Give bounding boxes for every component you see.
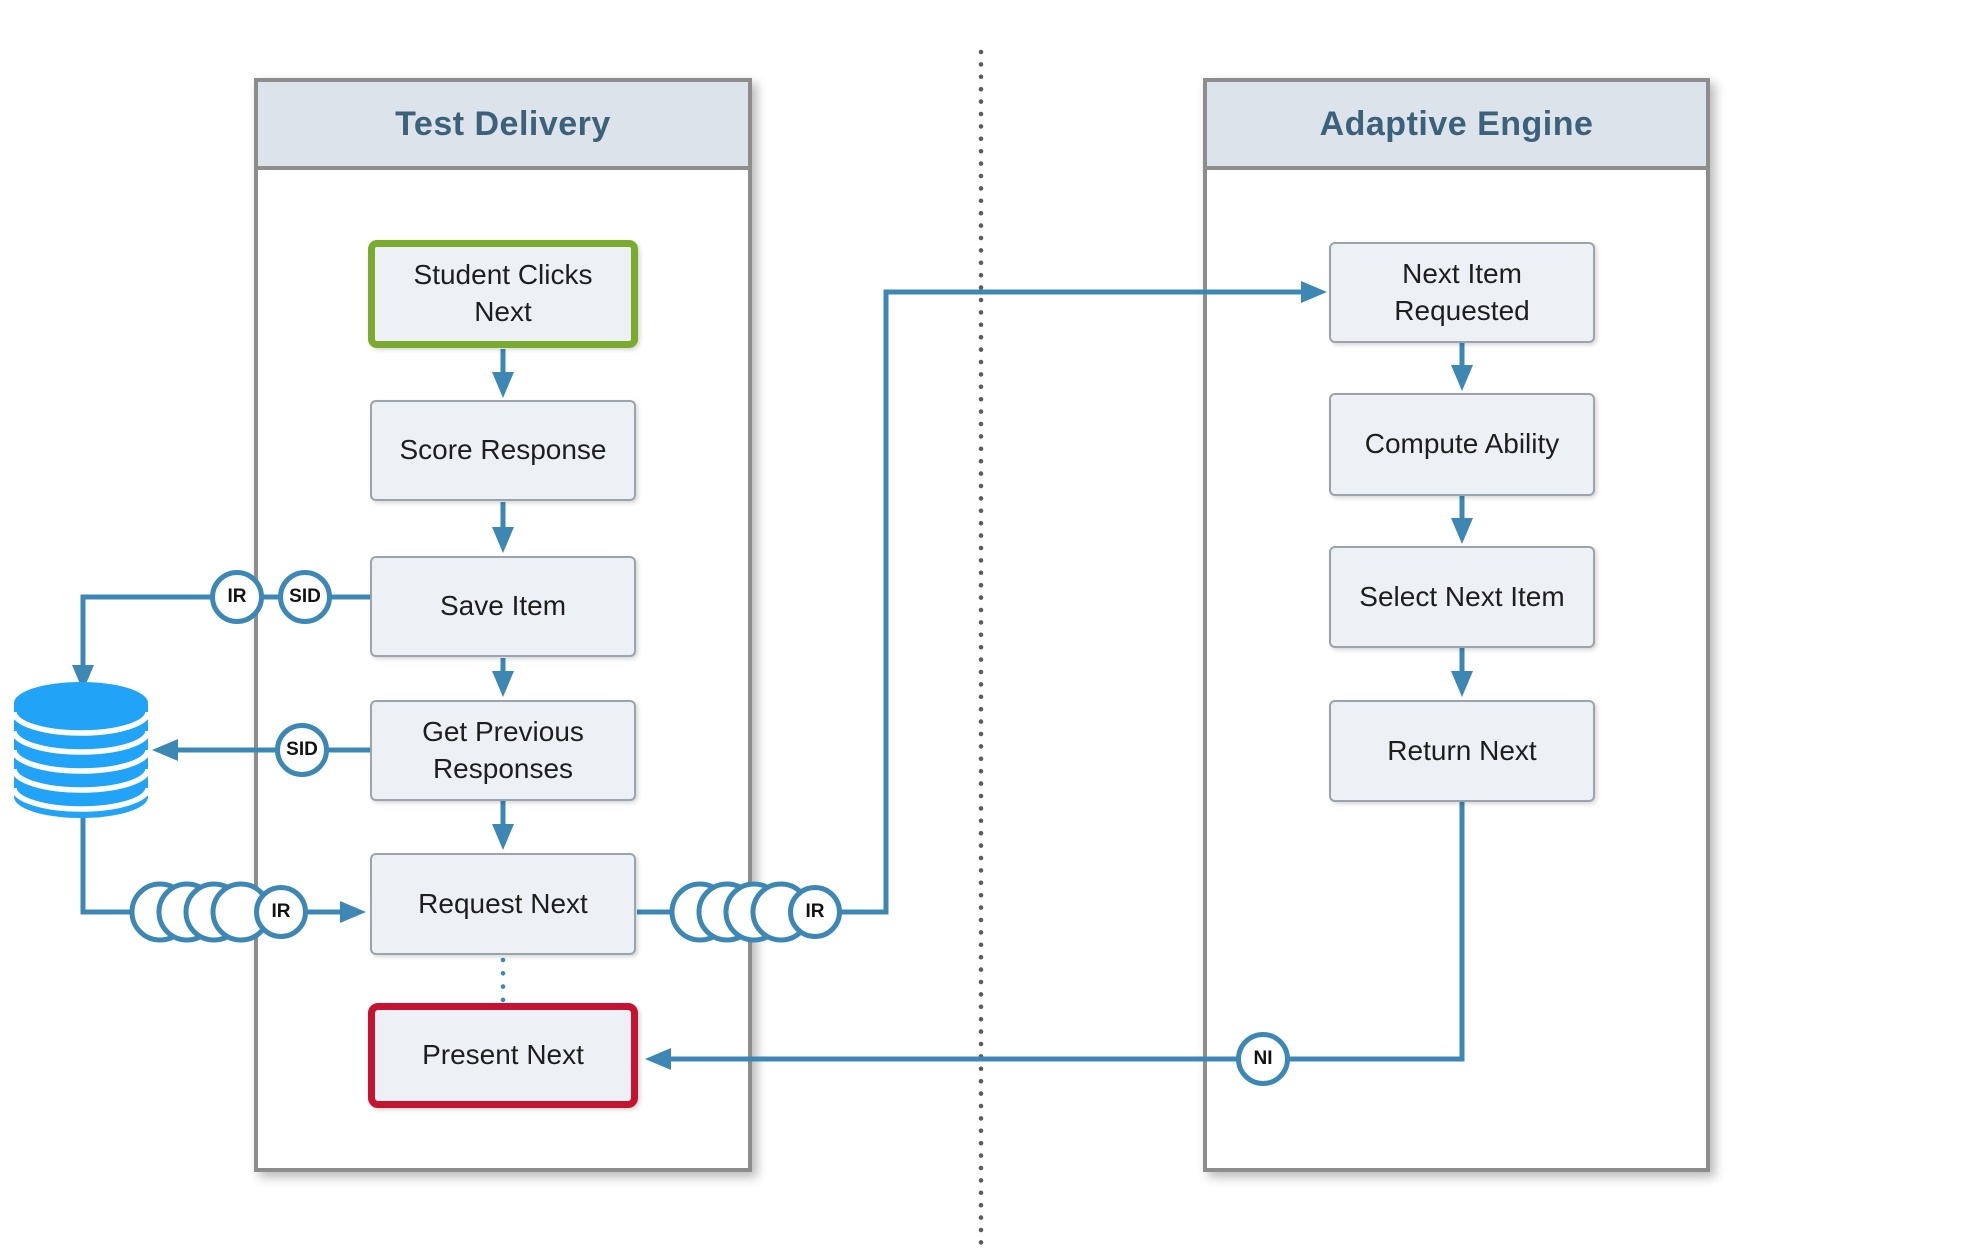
lane-adaptive-engine-header: Adaptive Engine <box>1207 82 1706 170</box>
node-next-item-requested: Next Item Requested <box>1329 242 1595 343</box>
arrow-nextitem-to-compute <box>1451 343 1473 391</box>
node-select-next-item: Select Next Item <box>1329 546 1595 648</box>
arrow-score-to-save <box>492 502 514 553</box>
node-compute-ability: Compute Ability <box>1329 393 1595 496</box>
connector-return-to-present <box>645 802 1465 1070</box>
arrow-student-to-score <box>492 349 514 398</box>
badge-sid-getprevious: SID <box>275 723 329 777</box>
node-get-previous-responses-label: Get Previous Responses <box>422 715 584 784</box>
node-score-response-label: Score Response <box>399 434 607 466</box>
badge-sid-getprevious-label: SID <box>286 739 318 760</box>
badge-ni-return: NI <box>1236 1032 1290 1086</box>
node-select-next-item-label: Select Next Item <box>1359 580 1565 612</box>
node-student-clicks-next-label: Student Clicks Next <box>413 259 593 327</box>
lane-adaptive-engine-title: Adaptive Engine <box>1319 104 1594 143</box>
badge-ir-request-right-label: IR <box>805 901 825 922</box>
badge-ir-request-right: IR <box>788 885 842 939</box>
node-get-previous-responses: Get Previous Responses <box>370 700 636 801</box>
lane-test-delivery-header: Test Delivery <box>258 82 748 170</box>
database-icon <box>11 682 151 818</box>
message-queue-left-icon <box>129 881 272 943</box>
badge-ir-save-label: IR <box>227 586 247 607</box>
lane-test-delivery-title: Test Delivery <box>395 104 611 143</box>
node-request-next: Request Next <box>370 853 636 955</box>
arrow-save-to-getprevious <box>492 658 514 697</box>
node-score-response: Score Response <box>370 400 636 501</box>
node-student-clicks-next: Student Clicks Next <box>368 240 638 348</box>
badge-ir-request-left: IR <box>254 885 308 939</box>
node-return-next: Return Next <box>1329 700 1595 802</box>
badge-ir-save: IR <box>210 570 264 624</box>
arrow-getprevious-to-request <box>492 801 514 850</box>
node-next-item-requested-label: Next Item Requested <box>1394 257 1530 326</box>
arrow-select-to-return <box>1451 648 1473 697</box>
badge-sid-save-label: SID <box>289 586 321 607</box>
node-save-item: Save Item <box>370 556 636 657</box>
node-save-item-label: Save Item <box>439 590 567 622</box>
node-present-next: Present Next <box>368 1003 638 1108</box>
badge-sid-save: SID <box>278 570 332 624</box>
badge-ni-return-label: NI <box>1253 1048 1273 1069</box>
node-compute-ability-label: Compute Ability <box>1364 428 1560 460</box>
node-present-next-label: Present Next <box>422 1039 584 1071</box>
badge-ir-request-left-label: IR <box>271 901 291 922</box>
connector-getprevious-to-database <box>152 739 370 761</box>
node-return-next-label: Return Next <box>1387 734 1537 766</box>
node-request-next-label: Request Next <box>418 887 588 919</box>
connector-save-to-database <box>72 594 370 691</box>
arrow-compute-to-select <box>1451 496 1473 544</box>
